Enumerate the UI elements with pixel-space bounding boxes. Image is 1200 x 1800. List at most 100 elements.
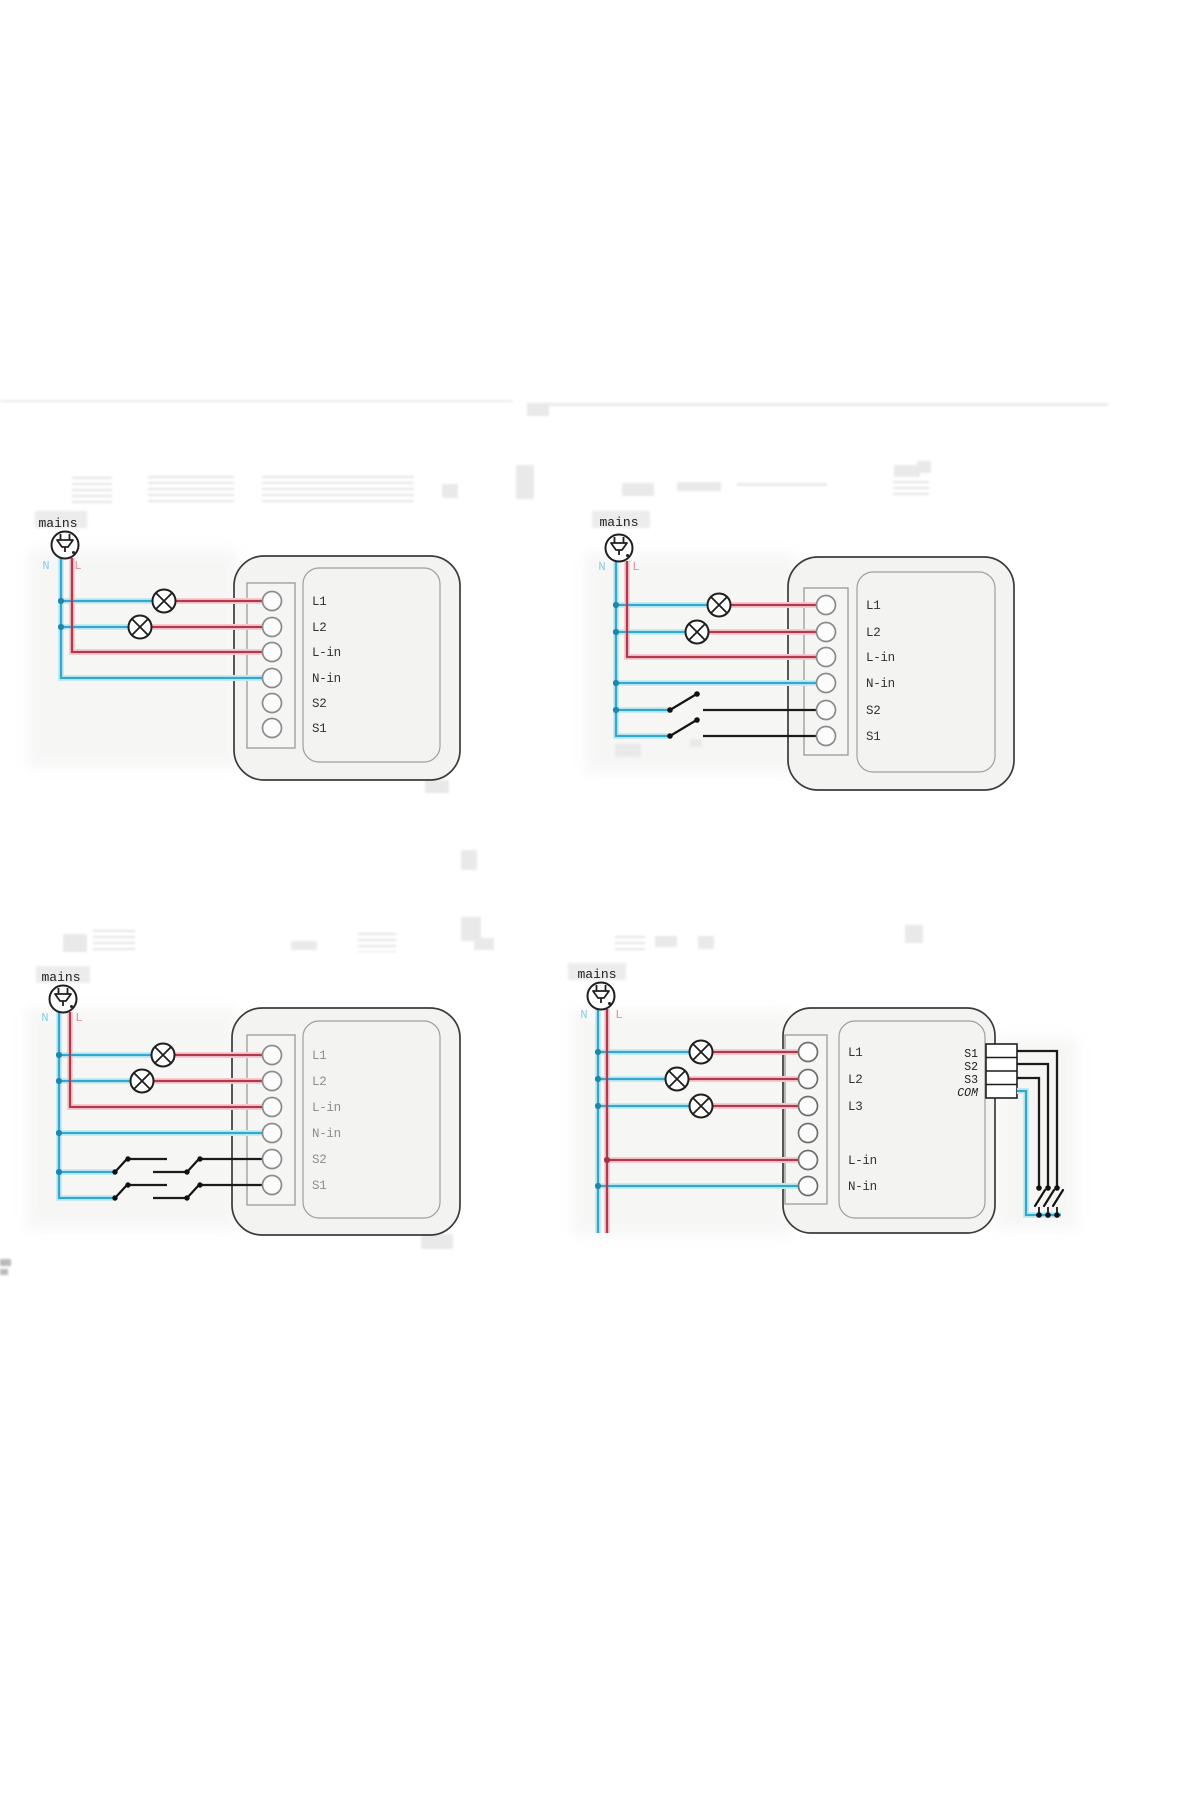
switch-contact-dot	[197, 1182, 203, 1188]
live-wire	[68, 1012, 262, 1109]
module-panel	[838, 1020, 986, 1219]
neutral-label: N	[598, 560, 605, 574]
switch-pivot-dot	[184, 1195, 190, 1201]
switch-contact-dot	[1045, 1185, 1051, 1191]
lamp-icon	[688, 1093, 714, 1119]
connector-label: S3	[964, 1074, 978, 1087]
junction-dot	[603, 1156, 611, 1164]
connector-label: S2	[964, 1061, 978, 1074]
junction-dot	[594, 1075, 602, 1083]
junction-dot	[55, 1077, 63, 1085]
terminal-label: L2	[312, 621, 326, 635]
artifact	[893, 481, 929, 497]
artifact	[36, 966, 90, 983]
terminal-circle	[261, 641, 283, 663]
mains-label: mains	[577, 967, 616, 982]
artifact	[546, 403, 1108, 406]
terminal-label: L2	[848, 1073, 862, 1087]
terminal-label: N-in	[312, 672, 341, 686]
switch-icon	[668, 719, 697, 738]
neutral-label: N	[41, 1011, 48, 1025]
diagram-triple-relay-connector: mains N L L1 L2 L3 L-in N-in S1 S2 S3 CO…	[577, 967, 1065, 1234]
junction-dot	[612, 628, 620, 636]
switch-contact-dot	[125, 1182, 131, 1188]
terminal-circle	[815, 646, 837, 668]
switch-signal-wire	[128, 1157, 262, 1200]
junction-dot	[612, 706, 620, 714]
neutral-wire-halo	[58, 558, 262, 681]
junction-dot	[55, 1051, 63, 1059]
terminal-label: L1	[312, 595, 326, 609]
terminal-circle	[815, 699, 837, 721]
connector-label: COM	[957, 1087, 979, 1100]
terminal-circle	[261, 590, 283, 612]
artifact	[592, 511, 650, 528]
artifact	[358, 933, 396, 952]
artifact	[917, 461, 931, 473]
switch-contact-dot	[694, 691, 700, 697]
artifact	[568, 963, 626, 980]
artifact	[0, 1269, 8, 1275]
mains-label: mains	[41, 970, 80, 985]
artifact	[442, 484, 458, 498]
terminal-circle	[261, 717, 283, 739]
lamp-icon	[688, 1039, 714, 1065]
switch-pivot-dot	[112, 1195, 118, 1201]
switch-pivot-dot	[1054, 1212, 1060, 1218]
diagram-dual-relay-no-switches: mains N L L1 L2 L-in N-in S2 S1	[38, 516, 461, 781]
artifact	[421, 1234, 453, 1249]
lamp-icon	[127, 614, 153, 640]
mains-label: mains	[599, 515, 638, 530]
terminal-label: L-in	[866, 651, 895, 665]
artifact	[461, 917, 481, 941]
terminal-circle	[797, 1122, 819, 1144]
terminal-circle	[797, 1041, 819, 1063]
com-wire	[1017, 1089, 1061, 1217]
artifact	[622, 483, 654, 496]
terminal-circle	[815, 621, 837, 643]
switch-pivot-dot	[112, 1169, 118, 1175]
terminal-circle	[261, 1122, 283, 1144]
terminal-label: S1	[312, 1179, 326, 1193]
junction-dot	[594, 1048, 602, 1056]
artifact	[677, 482, 721, 491]
junction-dot	[612, 601, 620, 609]
terminal-strip	[803, 587, 849, 756]
terminal-label: L-in	[848, 1154, 877, 1168]
artifact	[690, 739, 702, 747]
artifact	[516, 465, 534, 499]
switch-signal-wire	[1017, 1049, 1059, 1188]
lamp-icon	[664, 1066, 690, 1092]
artifact	[425, 780, 449, 793]
live-label: L	[615, 1008, 622, 1022]
terminal-label: L-in	[312, 646, 341, 660]
terminal-label: L2	[312, 1075, 326, 1089]
mains-plug-icon	[586, 981, 616, 1011]
artifact	[291, 941, 317, 950]
artifact	[894, 465, 920, 477]
artifact	[527, 403, 549, 416]
module-panel	[302, 567, 441, 763]
neutral-wire	[614, 561, 816, 738]
terminal-label: S2	[312, 1153, 326, 1167]
terminal-circle	[797, 1175, 819, 1197]
terminal-circle	[261, 1148, 283, 1170]
terminal-label: S2	[866, 704, 880, 718]
terminal-label: S1	[312, 722, 326, 736]
switch-contact-dot	[1036, 1185, 1042, 1191]
switch-icon	[1033, 1188, 1065, 1208]
connector-label: S1	[964, 1048, 978, 1061]
neutral-label: N	[580, 1008, 587, 1022]
lamp-icon	[706, 592, 732, 618]
terminal-strip	[784, 1034, 828, 1205]
terminal-circle	[261, 1096, 283, 1118]
terminal-label: L3	[848, 1100, 862, 1114]
terminal-circle	[261, 1070, 283, 1092]
terminal-label: L-in	[312, 1101, 341, 1115]
terminal-circle	[261, 1044, 283, 1066]
terminal-circle	[797, 1068, 819, 1090]
switch-pivot-dot	[667, 707, 673, 713]
lamp-icon	[684, 619, 710, 645]
